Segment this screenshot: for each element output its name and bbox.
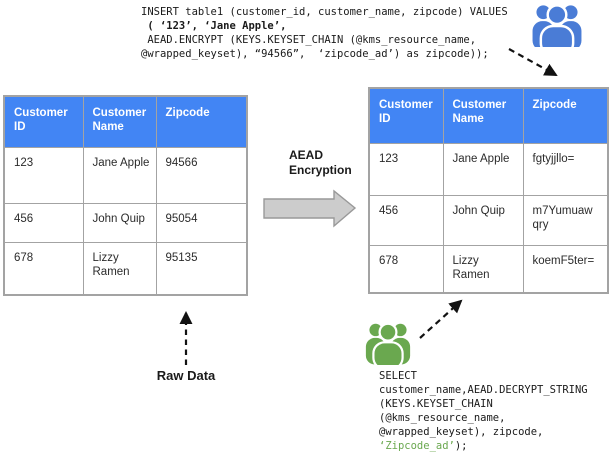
- table-cell: 95135: [155, 241, 248, 296]
- table-cell: John Quip: [442, 194, 524, 246]
- users-group-blue-icon: [531, 2, 583, 47]
- table-cell: Lizzy Ramen: [82, 241, 157, 296]
- raw-data-label: Raw Data: [156, 368, 216, 383]
- insert-query-code: INSERT table1 (customer_id, customer_nam…: [141, 5, 508, 61]
- dashed-arrow-insert-icon: [508, 48, 558, 76]
- users-group-icon: [365, 322, 411, 365]
- table-cell: Lizzy Ramen: [442, 244, 524, 294]
- column-header: Customer ID: [3, 95, 84, 148]
- column-header: Customer Name: [82, 95, 157, 148]
- table-cell: 678: [3, 241, 84, 296]
- table-cell: koemF5ter=: [522, 244, 609, 294]
- table-cell: 123: [368, 142, 444, 196]
- column-header: Zipcode: [522, 87, 609, 144]
- select-query-code: SELECT customer_name,AEAD.DECRYPT_STRING (…: [379, 369, 588, 453]
- table-cell: 678: [368, 244, 444, 294]
- table-cell: John Quip: [82, 202, 157, 243]
- column-header: Customer ID: [368, 87, 444, 144]
- code-line: ( ‘123’, ‘Jane Apple’,: [141, 20, 287, 32]
- table-cell: Jane Apple: [82, 146, 157, 204]
- dashed-arrow-select-icon: [419, 299, 463, 339]
- column-header: Customer Name: [442, 87, 524, 144]
- code-line: (KEYS.KEYSET_CHAIN: [379, 398, 493, 410]
- code-line: @wrapped_keyset), zipcode,: [379, 426, 544, 438]
- table-cell: 95054: [155, 202, 248, 243]
- aead-encryption-label: AEAD Encryption: [289, 148, 352, 177]
- table-cell: fgtyjjllo=: [522, 142, 609, 196]
- block-arrow-right-icon: [263, 189, 357, 228]
- table-cell: 123: [3, 146, 84, 204]
- table-cell: 456: [368, 194, 444, 246]
- code-line: @wrapped_keyset), “94566”, ‘zipcode_ad’)…: [141, 48, 489, 60]
- code-line: INSERT table1 (customer_id, customer_nam…: [141, 6, 508, 18]
- table-cell: 456: [3, 202, 84, 243]
- users-group-icon: [532, 4, 582, 47]
- column-header: Zipcode: [155, 95, 248, 148]
- table-cell: m7Yumuawqry: [522, 194, 609, 246]
- code-line: AEAD.ENCRYPT (KEYS.KEYSET_CHAIN (@kms_re…: [141, 34, 477, 46]
- code-line: ‘Zipcode_ad’);: [379, 440, 468, 452]
- table-cell: 94566: [155, 146, 248, 204]
- users-group-green-icon: [365, 317, 411, 365]
- code-line: SELECT: [379, 370, 417, 382]
- code-line: customer_name,AEAD.DECRYPT_STRING: [379, 384, 588, 396]
- table-cell: Jane Apple: [442, 142, 524, 196]
- code-line: (@kms_resource_name,: [379, 412, 506, 424]
